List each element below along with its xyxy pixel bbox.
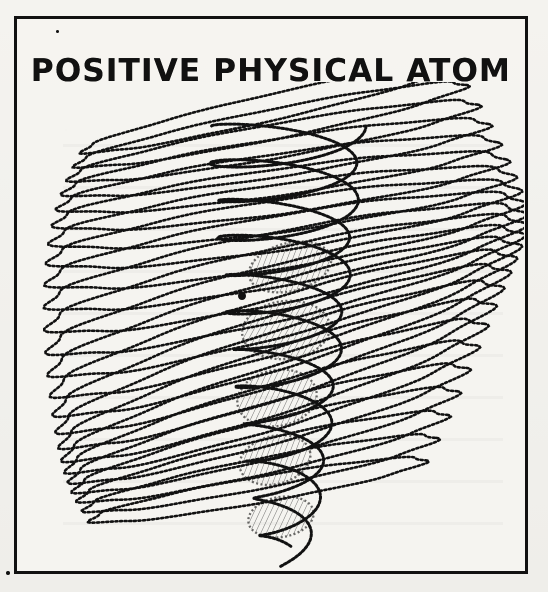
outer-spiral-loop [80,82,458,154]
atom-illustration [28,82,524,568]
speck-mark [56,30,59,33]
speck-mark [6,571,10,575]
atom-core-dot [238,292,246,300]
helix-shaded-lobe [239,297,333,364]
